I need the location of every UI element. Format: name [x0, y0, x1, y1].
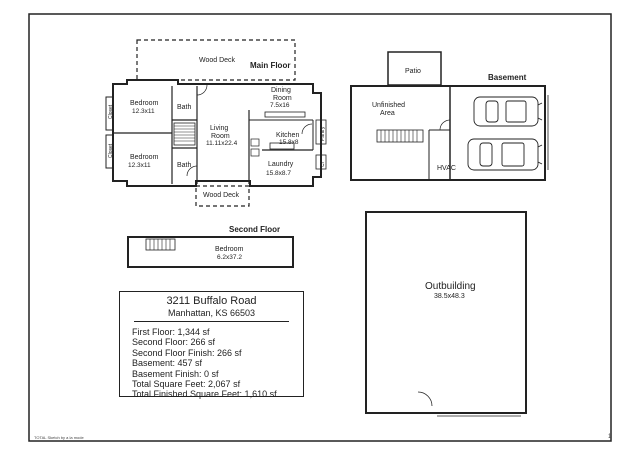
wood-deck-bottom — [195, 185, 250, 207]
cl-label: Cl — [320, 162, 326, 167]
second-floor-plan — [127, 236, 294, 268]
closet-1-outline — [105, 96, 114, 131]
info-line: Second Floor Finish: 266 sf — [132, 347, 242, 358]
outbuilding-outline — [365, 211, 527, 414]
sketch-credit: TOTAL Sketch by a la mode — [34, 435, 84, 440]
living-room-name: Living — [210, 125, 228, 132]
kitchen-size: 15.8x8 — [279, 139, 299, 146]
info-line: Basement: 457 sf — [132, 358, 203, 369]
main-floor-plan — [105, 39, 327, 207]
bath-1-label: Bath — [177, 104, 192, 111]
car-icon — [473, 96, 543, 127]
living-room-size: 11.11x22.4 — [206, 140, 238, 147]
closet-1-label: Closet — [108, 104, 114, 119]
bedroom-1-name: Bedroom — [130, 100, 159, 107]
property-info-box: 3211 Buffalo Road Manhattan, KS 66503 Fi… — [119, 291, 304, 400]
outbuilding-name: Outbuilding — [425, 281, 476, 292]
living-room-name-2: Room — [211, 133, 230, 140]
basement-outline — [350, 85, 546, 181]
kitchen-name: Kitchen — [276, 132, 299, 139]
closet-2-label: Closet — [108, 143, 114, 158]
wood-deck-top — [136, 39, 296, 81]
patio-label: Patio — [405, 68, 421, 75]
dining-room-name: Dining — [271, 87, 291, 94]
second-bedroom-name: Bedroom — [215, 246, 244, 253]
second-bedroom-size: 6.2x37.2 — [217, 254, 242, 261]
property-address: 3211 Buffalo Road — [166, 295, 257, 307]
info-line: Basement Finish: 0 sf — [132, 368, 219, 379]
basement-label: Basement — [488, 73, 527, 82]
info-line: First Floor: 1,344 sf — [132, 327, 210, 337]
hvac-label: HVAC — [437, 165, 456, 172]
bedroom-2-name: Bedroom — [130, 154, 159, 161]
info-line: Total Square Feet: 2,067 sf — [132, 379, 241, 390]
unfinished-area-name-2: Area — [380, 110, 395, 117]
dining-room-name-2: Room — [273, 95, 292, 102]
page-border — [28, 13, 612, 442]
info-line: Second Floor: 266 sf — [132, 337, 216, 348]
second-floor-outline — [127, 236, 294, 268]
laundry-name: Laundry — [268, 161, 294, 168]
car-icon — [467, 138, 543, 171]
bath-2-label: Bath — [177, 162, 192, 169]
unfinished-area-name: Unfinished — [372, 102, 405, 109]
info-line: Total Finished Square Feet: 1,610 sf — [132, 389, 277, 400]
wood-deck-bottom-label: Wood Deck — [203, 192, 240, 199]
laundry-size: 15.8x8.7 — [266, 170, 291, 177]
closet-2-outline — [105, 134, 114, 169]
bedroom-2-size: 12.3x11 — [128, 162, 151, 169]
wood-deck-top-label: Wood Deck — [199, 57, 236, 64]
second-floor-label: Second Floor — [229, 225, 280, 234]
basement-plan — [350, 51, 549, 181]
outbuilding-plan — [365, 211, 527, 417]
outbuilding-size: 38.5x48.3 — [434, 293, 465, 300]
bedroom-1-size: 12.3x11 — [132, 108, 155, 115]
dining-room-size: 7.5x16 — [270, 102, 290, 109]
main-floor-label: Main Floor — [250, 61, 290, 70]
pantry-label: Pantry — [320, 126, 326, 141]
page-number: 1 — [608, 434, 612, 440]
property-city: Manhattan, KS 66503 — [134, 308, 289, 322]
main-floor-outline — [112, 79, 322, 187]
